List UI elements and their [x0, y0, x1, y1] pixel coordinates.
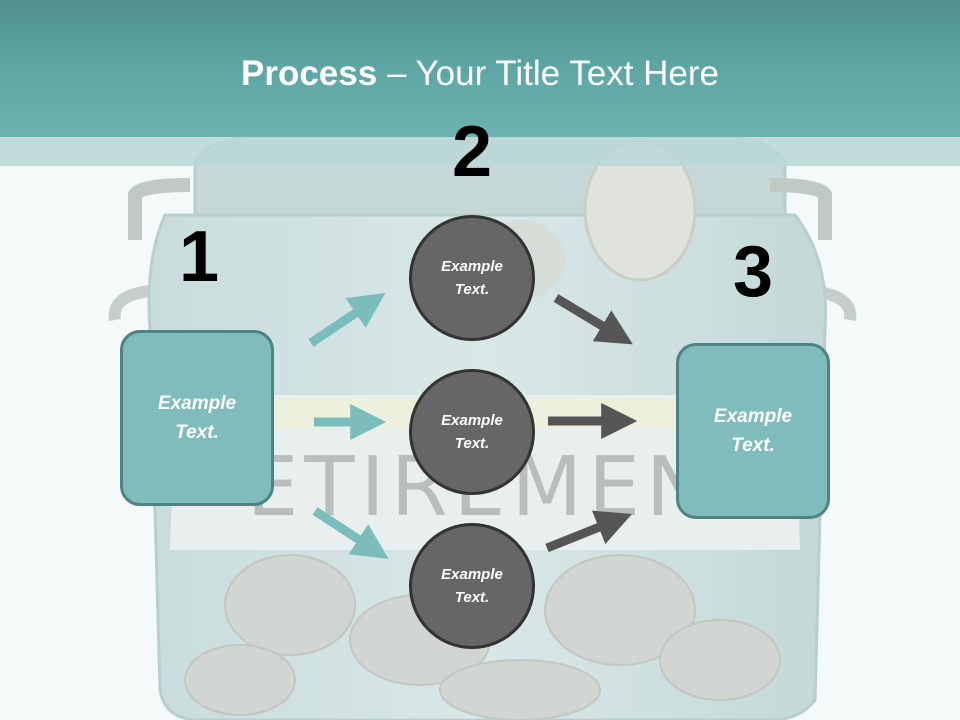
title-rest-part: – Your Title Text Here: [377, 54, 719, 93]
arrow-1-to-bottom: [312, 507, 389, 559]
circle-top-text: Example Text.: [441, 258, 503, 298]
step-2-circle-bottom: Example Text.: [409, 523, 535, 649]
circle-middle-text: Example Text.: [441, 412, 503, 452]
step-number-3: 3: [732, 232, 774, 312]
step-3-box: Example Text.: [676, 343, 830, 519]
step-number-1: 1: [178, 217, 220, 297]
arrow-top-to-3: [553, 294, 633, 345]
step-2-circle-middle: Example Text.: [409, 369, 535, 495]
arrow-1-to-top: [308, 292, 386, 347]
circle-bottom-text: Example Text.: [441, 566, 503, 606]
arrow-bottom-to-3: [545, 510, 633, 553]
step-number-2: 2: [451, 112, 493, 192]
step-2-circle-top: Example Text.: [409, 215, 535, 341]
title-bold-part: Process: [241, 54, 378, 93]
slide-title: Process – Your Title Text Here: [0, 52, 960, 96]
step-3-box-text: Example Text.: [713, 406, 793, 456]
header-band: [0, 0, 960, 137]
header-accent-strip: [0, 137, 960, 166]
step-1-box-text: Example Text.: [157, 393, 237, 443]
step-1-box: Example Text.: [120, 330, 274, 506]
